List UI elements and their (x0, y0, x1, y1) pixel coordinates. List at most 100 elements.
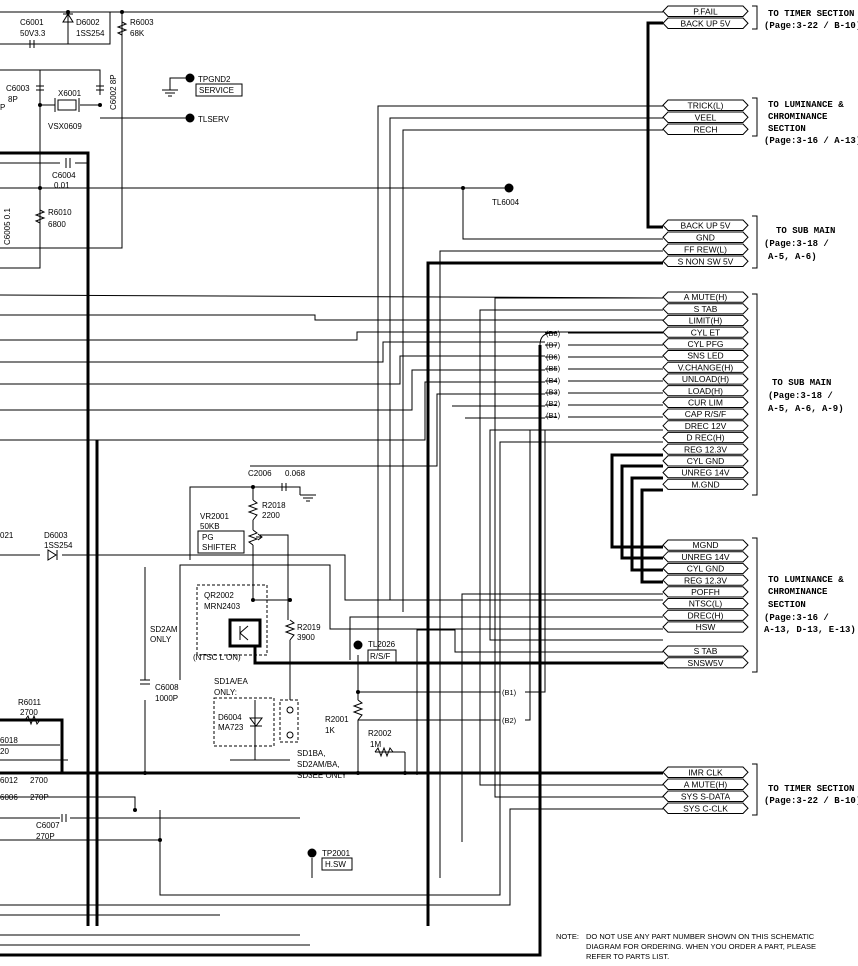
value-r6012: 2700 (30, 776, 48, 785)
thin-wires (0, 11, 664, 946)
label-rsf: R/S/F (370, 652, 391, 661)
connector-pin-label: CYL PFG (687, 339, 723, 349)
connector-pin-label: UNLOAD(H) (682, 374, 729, 384)
connector-pin-label: BACK UP 5V (681, 221, 731, 231)
value-c6006: 270P (30, 793, 49, 802)
value-c6007: 270P (36, 832, 55, 841)
connector-pin-label: A MUTE(H) (684, 780, 728, 790)
connector-pin: UNREG 14V (662, 551, 749, 563)
connector-pin: UNLOAD(H) (662, 373, 749, 385)
section-title: TO LUMINANCE & (768, 100, 844, 110)
connector-pin: MGND (662, 539, 749, 551)
label-pg: PG (202, 533, 214, 542)
testpoint-tl2026 (353, 640, 363, 650)
label-hsw: H.SW (325, 860, 346, 869)
note-text: DO NOT USE ANY PART NUMBER SHOWN ON THIS… (586, 932, 817, 961)
label-r2018: R2018 (262, 501, 286, 510)
connector-pin: DREC 12V (662, 420, 749, 432)
value-qr2002: MRN2403 (204, 602, 241, 611)
transistor-qr2002 (228, 618, 262, 648)
section-title-2: CHROMINANCE (768, 587, 828, 597)
connector-pin: SYS S-DATA (662, 790, 749, 802)
value-c6003: 8P (8, 95, 18, 104)
section-title: TO LUMINANCE & (768, 575, 844, 585)
connector-pin: IMR CLK (662, 766, 749, 778)
connector-pin-label: UNREG 14V (681, 552, 730, 562)
connector-pin-label: CAP R/S/F (685, 409, 726, 419)
value-vr2001: 50KB (200, 522, 220, 531)
section-luminance-2: TO LUMINANCE & CHROMINANCE SECTION (Page… (764, 575, 856, 635)
label-r6003: R6003 (130, 18, 154, 27)
testpoint-tpgnd2 (185, 73, 195, 83)
section-page-a: (Page:3-16 / (764, 613, 829, 623)
connector-pin-label: A MUTE(H) (684, 292, 728, 302)
connector-pin-label: RECH (693, 125, 717, 135)
connector-pin: M.GND (662, 478, 749, 490)
label-sd1ba: SD1BA, (297, 749, 325, 758)
testpoint-tl6004 (504, 183, 514, 193)
label-qr2002: QR2002 (204, 591, 234, 600)
label-edge-p: P (0, 103, 5, 112)
label-c6007: C6007 (36, 821, 60, 830)
connector-pin: DREC(H) (662, 609, 749, 621)
connector-pin: V.CHANGE(H) (662, 361, 749, 373)
connector-pin-label: LIMIT(H) (689, 316, 723, 326)
bus-label: (B6) (546, 352, 561, 361)
connector-pin: CYL ET (662, 326, 749, 338)
section-page: (Page:3-22 / B-10) (764, 21, 858, 31)
value-d6003: 1SS254 (44, 541, 73, 550)
connector-pin: BACK UP 5V (662, 219, 749, 231)
label-tl6004: TL6004 (492, 198, 520, 207)
connector-pin-label: MGND (693, 540, 719, 550)
value-c6001: 50V3.3 (20, 29, 46, 38)
qr2002-boundary (196, 584, 268, 656)
section-title: TO TIMER SECTION (768, 9, 854, 19)
connector-pin: A MUTE(H) (662, 291, 749, 303)
value-c2006: 0.068 (285, 469, 306, 478)
value-x6001: VSX0609 (48, 122, 82, 131)
bus-label: (B1) (546, 411, 561, 420)
crystal-x6001 (57, 99, 77, 111)
label-tpgnd2: TPGND2 (198, 75, 231, 84)
value-r6010: 6800 (48, 220, 66, 229)
label-c6006: 6006 (0, 793, 18, 802)
section-page: (Page:3-16 / A-13) (764, 136, 858, 146)
label-r2002: R2002 (368, 729, 392, 738)
label-c6002: C6002 8P (109, 74, 118, 110)
connector-pin: GND (662, 231, 749, 243)
connector-pin: FF REW(L) (662, 243, 749, 255)
connector-pin: SYS C-CLK (662, 802, 749, 814)
section-page: (Page:3-22 / B-10) (764, 796, 858, 806)
connector-pin-label: LOAD(H) (688, 386, 723, 396)
connector-pin-label: S TAB (694, 304, 718, 314)
section-submain-2: TO SUB MAIN (Page:3-18 / A-5, A-6, A-9) (768, 378, 844, 414)
connector-pin: TRICK(L) (662, 99, 749, 111)
section-submain-1: TO SUB MAIN (Page:3-18 / A-5, A-6) (764, 226, 835, 262)
section-page-a: (Page:3-18 / (768, 391, 833, 401)
section-page-b: A-13, D-13, E-13) (764, 625, 856, 635)
section-page-b: A-5, A-6, A-9) (768, 404, 844, 414)
label-c6001: C6001 (20, 18, 44, 27)
connector-pin-label: S TAB (694, 646, 718, 656)
connector-pin: CYL GND (662, 455, 749, 467)
connector-pin: SNS LED (662, 350, 749, 362)
note-key: NOTE: (556, 932, 579, 941)
connector-pin-label: V.CHANGE(H) (678, 362, 734, 372)
d6004-boundary (213, 697, 275, 747)
connector-pin: SNSW5V (662, 657, 749, 669)
value-d6002: 1SS254 (76, 29, 105, 38)
connector-pin-label: BACK UP 5V (681, 19, 731, 29)
bus-labels: (B8)(B7)(B6)(B5)(B4)(B3)(B2)(B1)(B1)(B2) (502, 329, 561, 725)
label-r6011: R6011 (18, 698, 42, 707)
label-c6004: C6004 (52, 171, 76, 180)
label-sd2am: SD2AM (150, 625, 178, 634)
connector-pin: NTSC(L) (662, 598, 749, 610)
connector-pin: POFFH (662, 586, 749, 598)
value-c6004: 0.01 (54, 181, 70, 190)
label-tlserv: TLSERV (198, 115, 230, 124)
connector-pin-label: SNSW5V (688, 658, 724, 668)
component-labels: C6001 50V3.3 D6002 1SS254 R6003 68K C600… (0, 18, 520, 869)
connector-pin: LOAD(H) (662, 385, 749, 397)
value-d6004: MA723 (218, 723, 244, 732)
